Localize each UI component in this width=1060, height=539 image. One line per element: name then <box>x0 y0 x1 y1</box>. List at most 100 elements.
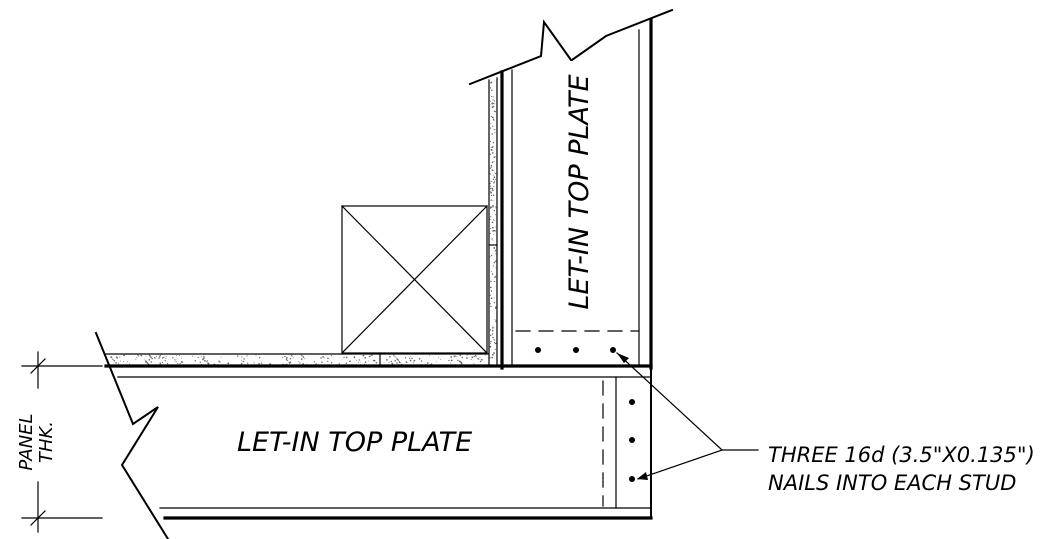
sheathing-grit <box>493 220 495 222</box>
sheathing-grit <box>491 356 493 359</box>
sheathing-grit <box>491 189 494 191</box>
sheathing-grit <box>493 100 496 102</box>
sheathing-grit <box>241 356 243 358</box>
sheathing-grit <box>493 233 495 235</box>
sheathing-grit <box>492 218 494 220</box>
sheathing-grit <box>489 256 491 258</box>
sheathing-grit <box>404 357 407 359</box>
sheathing-grit <box>220 356 222 358</box>
sheathing-grit <box>490 148 493 151</box>
sheathing-grit <box>490 199 492 201</box>
sheathing-grit <box>494 339 496 341</box>
sheathing-grit <box>491 180 493 183</box>
arrowhead-lower <box>637 472 648 480</box>
sheathing-grit <box>491 273 494 275</box>
sheathing-grit <box>321 361 323 363</box>
sheathing-grit <box>493 171 495 173</box>
sheathing-grit <box>492 178 495 181</box>
sheathing-grit <box>177 362 179 364</box>
sheathing-grit <box>396 362 398 364</box>
sheathing-grit <box>495 320 497 322</box>
sheathing-grit <box>491 187 494 190</box>
sheathing-grit <box>353 356 356 359</box>
sheathing-grit <box>137 354 139 356</box>
sheathing-grit <box>492 336 494 339</box>
sheathing-grit <box>166 363 169 365</box>
sheathing-grit <box>206 361 208 363</box>
sheathing-grit <box>494 275 497 278</box>
sheathing-grit <box>492 125 494 127</box>
sheathing-grit <box>489 127 492 129</box>
sheathing-grit <box>494 178 496 180</box>
sheathing-grit <box>492 118 495 120</box>
sheathing-grit <box>146 361 149 364</box>
sheathing-grit <box>490 340 492 343</box>
sheathing-grit <box>138 355 140 357</box>
sheathing-grit <box>489 182 491 185</box>
nail-2 <box>573 347 579 353</box>
sheathing-grit <box>455 355 457 357</box>
sheathing-grit <box>165 358 167 360</box>
sheathing-grit <box>163 356 165 359</box>
sheathing-grit <box>490 216 492 218</box>
sheathing-grit <box>330 355 332 357</box>
sheathing-grit <box>412 362 414 364</box>
sheathing-grit <box>158 357 160 359</box>
sheathing-grit <box>345 356 348 359</box>
sheathing-grit <box>493 119 495 121</box>
sheathing-grit <box>372 359 375 362</box>
sheathing-grit <box>218 360 220 362</box>
sheathing-grit <box>494 319 496 321</box>
sheathing-grit <box>492 96 494 98</box>
sheathing-grit <box>203 355 205 358</box>
sheathing-grit <box>480 358 483 361</box>
vertical-sheathing-texture <box>489 81 497 359</box>
sheathing-grit <box>172 357 174 359</box>
sheathing-grit <box>493 280 495 282</box>
sheathing-grit <box>300 358 303 360</box>
sheathing-grit <box>400 362 402 364</box>
nail-1 <box>535 347 541 353</box>
sheathing-grit <box>393 354 395 356</box>
sheathing-grit <box>369 355 371 358</box>
sheathing-grit <box>200 356 202 358</box>
sheathing-grit <box>495 172 497 175</box>
sheathing-grit <box>473 363 475 365</box>
sheathing-grit <box>154 357 156 359</box>
sheathing-grit <box>436 361 438 362</box>
sheathing-grit <box>490 140 491 142</box>
sheathing-grit <box>489 87 492 89</box>
sheathing-grit <box>364 361 367 364</box>
sheathing-grit <box>327 357 329 360</box>
sheathing-grit <box>388 361 390 363</box>
sheathing-grit <box>159 354 162 356</box>
sheathing-grit <box>301 354 303 356</box>
sheathing-grit <box>219 361 221 363</box>
sheathing-grit <box>489 303 491 305</box>
sheathing-grit <box>491 102 494 105</box>
sheathing-grit <box>494 348 496 350</box>
sheathing-grit <box>474 354 477 357</box>
sheathing-grit <box>150 361 153 363</box>
sheathing-grit <box>478 359 480 361</box>
sheathing-grit <box>118 362 120 364</box>
sheathing-grit <box>413 359 416 362</box>
sheathing-grit <box>492 99 494 101</box>
sheathing-grit <box>453 356 455 358</box>
sheathing-grit <box>493 160 495 162</box>
sheathing-grit <box>240 363 243 365</box>
sheathing-grit <box>386 359 388 361</box>
sheathing-grit <box>313 361 316 363</box>
sheathing-grit <box>489 345 492 348</box>
sheathing-grit <box>175 361 177 363</box>
sheathing-grit <box>493 352 495 354</box>
sheathing-grit <box>495 249 497 251</box>
sheathing-grit <box>203 357 205 359</box>
sheathing-grit <box>429 354 430 356</box>
sheathing-grit <box>492 194 495 197</box>
sheathing-grit <box>207 363 210 365</box>
nail-callout: THREE 16d (3.5"X0.135") NAILS INTO EACH … <box>616 352 1035 495</box>
sheathing-grit <box>490 297 493 300</box>
sheathing-grit <box>159 363 161 365</box>
sheathing-grit <box>493 105 495 107</box>
